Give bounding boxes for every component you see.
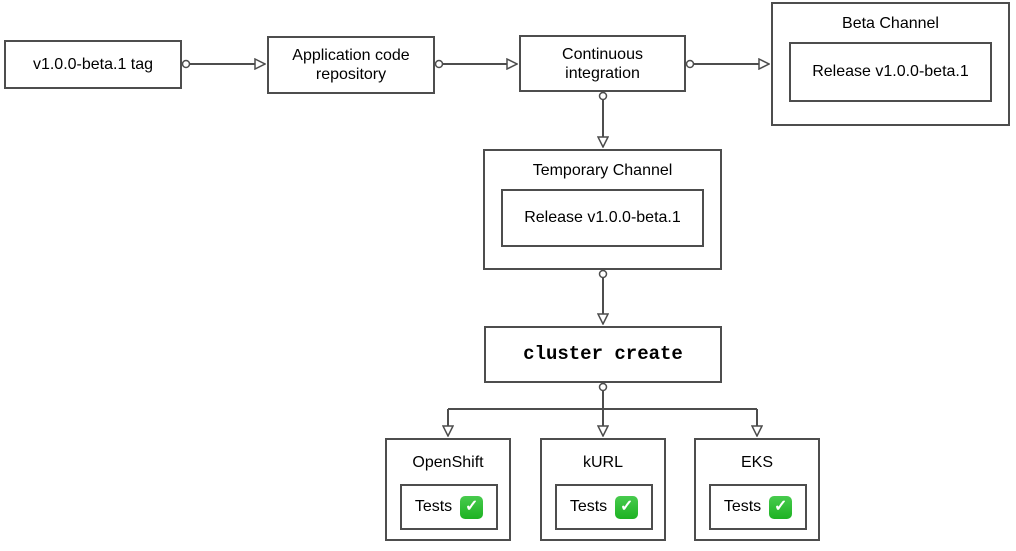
node-beta-channel: Beta Channel Release v1.0.0-beta.1: [771, 2, 1010, 126]
beta-channel-title: Beta Channel: [842, 15, 939, 32]
node-kurl: kURL Tests ✓: [540, 438, 666, 541]
node-eks-tests: Tests ✓: [709, 484, 807, 530]
version-tag-label: v1.0.0-beta.1 tag: [32, 56, 154, 73]
openshift-title: OpenShift: [412, 454, 484, 471]
node-beta-channel-release: Release v1.0.0-beta.1: [789, 42, 992, 102]
temporary-channel-title: Temporary Channel: [532, 162, 673, 179]
application-code-repository-label: Application code repository: [292, 47, 410, 83]
eks-title: EKS: [740, 454, 773, 471]
kurl-tests-label: Tests: [569, 498, 608, 515]
check-mark-icon: ✓: [769, 495, 793, 519]
node-continuous-integration: Continuous integration: [519, 35, 686, 92]
cluster-create-label: cluster create: [523, 343, 683, 365]
continuous-integration-label: Continuous integration: [562, 45, 643, 82]
openshift-tests-label: Tests: [414, 498, 453, 515]
check-mark-icon: ✓: [615, 495, 639, 519]
node-temporary-channel: Temporary Channel Release v1.0.0-beta.1: [483, 149, 722, 270]
node-application-code-repository: Application code repository: [267, 36, 435, 94]
node-openshift-tests: Tests ✓: [400, 484, 498, 530]
beta-channel-release-label: Release v1.0.0-beta.1: [812, 63, 969, 80]
node-temporary-channel-release: Release v1.0.0-beta.1: [501, 189, 704, 247]
node-kurl-tests: Tests ✓: [555, 484, 653, 530]
node-openshift: OpenShift Tests ✓: [385, 438, 511, 541]
kurl-title: kURL: [582, 454, 623, 471]
eks-tests-label: Tests: [723, 498, 762, 515]
node-cluster-create: cluster create: [484, 326, 722, 383]
node-version-tag: v1.0.0-beta.1 tag: [4, 40, 182, 89]
node-eks: EKS Tests ✓: [694, 438, 820, 541]
check-mark-icon: ✓: [460, 495, 484, 519]
temporary-channel-release-label: Release v1.0.0-beta.1: [524, 209, 681, 226]
